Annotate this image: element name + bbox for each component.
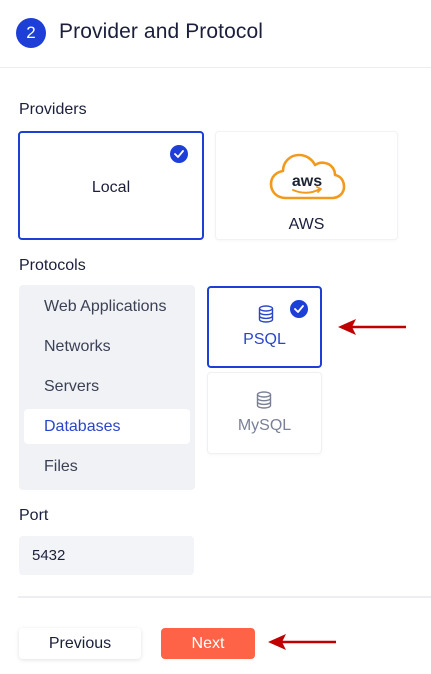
protocol-card-psql[interactable]: PSQL xyxy=(207,286,322,368)
protocol-label-mysql: MySQL xyxy=(237,417,292,434)
previous-button[interactable]: Previous xyxy=(19,628,141,659)
protocol-category-list: Web Applications Networks Servers Databa… xyxy=(19,285,195,490)
provider-label-local: Local xyxy=(91,179,131,196)
category-item-servers[interactable]: Servers xyxy=(44,377,100,395)
category-item-networks[interactable]: Networks xyxy=(44,337,111,355)
database-icon xyxy=(258,305,274,323)
page-title: Provider and Protocol xyxy=(59,20,264,43)
check-icon xyxy=(290,300,308,318)
protocol-label-psql: PSQL xyxy=(243,331,286,348)
provider-card-aws[interactable]: aws AWS xyxy=(215,131,398,240)
protocols-label: Protocols xyxy=(19,257,86,274)
category-item-files[interactable]: Files xyxy=(44,457,78,475)
providers-label: Providers xyxy=(19,101,87,118)
check-icon xyxy=(170,145,188,163)
provider-label-aws: AWS xyxy=(288,216,325,233)
category-item-databases[interactable]: Databases xyxy=(24,409,190,444)
provider-card-local[interactable]: Local xyxy=(18,131,204,240)
footer-divider xyxy=(18,596,431,598)
aws-cloud-icon: aws xyxy=(269,153,346,200)
step-header: 2 Provider and Protocol xyxy=(0,0,431,68)
step-number-badge: 2 xyxy=(16,18,46,48)
port-input[interactable] xyxy=(19,536,194,575)
database-icon xyxy=(256,391,272,409)
category-item-web-applications[interactable]: Web Applications xyxy=(44,297,167,315)
protocol-card-mysql[interactable]: MySQL xyxy=(207,372,322,454)
next-button[interactable]: Next xyxy=(161,628,255,659)
annotation-arrow-icon xyxy=(268,634,336,650)
aws-logo-text: aws xyxy=(292,173,322,190)
port-label: Port xyxy=(19,507,49,524)
annotation-arrow-icon xyxy=(338,319,406,335)
